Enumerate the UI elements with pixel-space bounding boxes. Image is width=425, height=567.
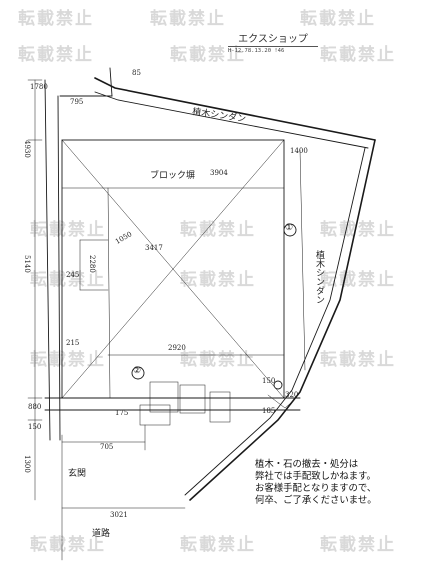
right-wall-line: [189, 139, 376, 501]
annotation-inner-dim-7: 175: [115, 409, 129, 417]
reference-number: H-12.78.13.20 !46: [228, 48, 285, 54]
annotation-road-label: 道路: [92, 529, 111, 539]
corner-detail: [267, 394, 293, 409]
dimension-line-right: [299, 149, 306, 371]
annotation-small-dim-1: 150: [262, 377, 276, 385]
notice-line-1: 植木・石の撤去・処分は: [255, 459, 359, 470]
annotation-right-dim-1: 1400: [290, 147, 308, 155]
notice-line-4: 何卒、ご了承くださいませ。: [255, 495, 377, 506]
left-boundary-line: [44, 79, 51, 441]
marker-circle-2: [283, 223, 297, 237]
disclaimer-notice: 植木・石の撤去・処分は 弊社では手配致しかねます。 お客様手配となりますので、 …: [255, 459, 415, 507]
annotation-inner-dim-6: 215: [66, 339, 80, 347]
annotation-inner-dim-3: 2920: [168, 344, 186, 352]
annotation-small-dim-3: 320: [285, 391, 299, 399]
annotation-left-dim-1: 4930: [23, 140, 31, 158]
annotation-left-dim-5: 1300: [23, 455, 31, 473]
marker-circle-1: [131, 366, 145, 380]
document-header: エクスショップ H-12.78.13.20 !46: [228, 30, 318, 54]
annotation-top-dim-left: 1780: [30, 83, 48, 91]
annotation-left-dim-4: 150: [28, 423, 42, 431]
annotation-bottom-dim-1: 705: [100, 443, 114, 451]
top-wall-inner-line: [94, 91, 369, 149]
annotation-top-dim-b: 85: [132, 69, 141, 77]
step-block-1: [149, 381, 179, 413]
annotation-left-dim-2: 5140: [23, 255, 31, 273]
annotation-top-dim-a: 795: [70, 98, 84, 106]
annotation-small-dim-2: 185: [262, 407, 276, 415]
notice-line-3: お客様手配となりますので、: [255, 483, 377, 494]
annotation-bottom-dim-2: 3021: [110, 511, 128, 519]
annotation-left-dim-3: 880: [28, 403, 42, 411]
shop-name: エクスショップ: [228, 30, 318, 47]
annotation-inner-dim-2: 3417: [145, 244, 163, 252]
marker-circle-small: [273, 380, 283, 390]
annotation-block-wall: ブロック塀: [150, 171, 196, 181]
corner-stub: [109, 67, 113, 97]
step-block-4: [139, 404, 171, 426]
annotation-marker-2: ①: [285, 223, 294, 233]
notice-line-2: 弊社では手配致しかねます。: [255, 471, 376, 482]
annotation-inner-dim-5: 245: [66, 271, 80, 279]
annotation-marker-1: ②: [133, 366, 142, 376]
left-inner-line: [57, 95, 61, 441]
annotation-inner-dim-4: 3904: [210, 169, 228, 177]
annotation-right-planting: 植木シンダン: [314, 250, 324, 304]
step-block-3: [209, 391, 231, 423]
top-wall-line: [94, 77, 376, 141]
annotation-entry-label: 玄関: [68, 469, 87, 479]
house-diagonal-2: [61, 139, 285, 399]
right-wall-inner-line: [184, 147, 366, 496]
step-block-2: [179, 384, 206, 414]
inner-vertical-1: [107, 187, 111, 399]
annotation-right-dim-2: 2280: [88, 255, 96, 273]
